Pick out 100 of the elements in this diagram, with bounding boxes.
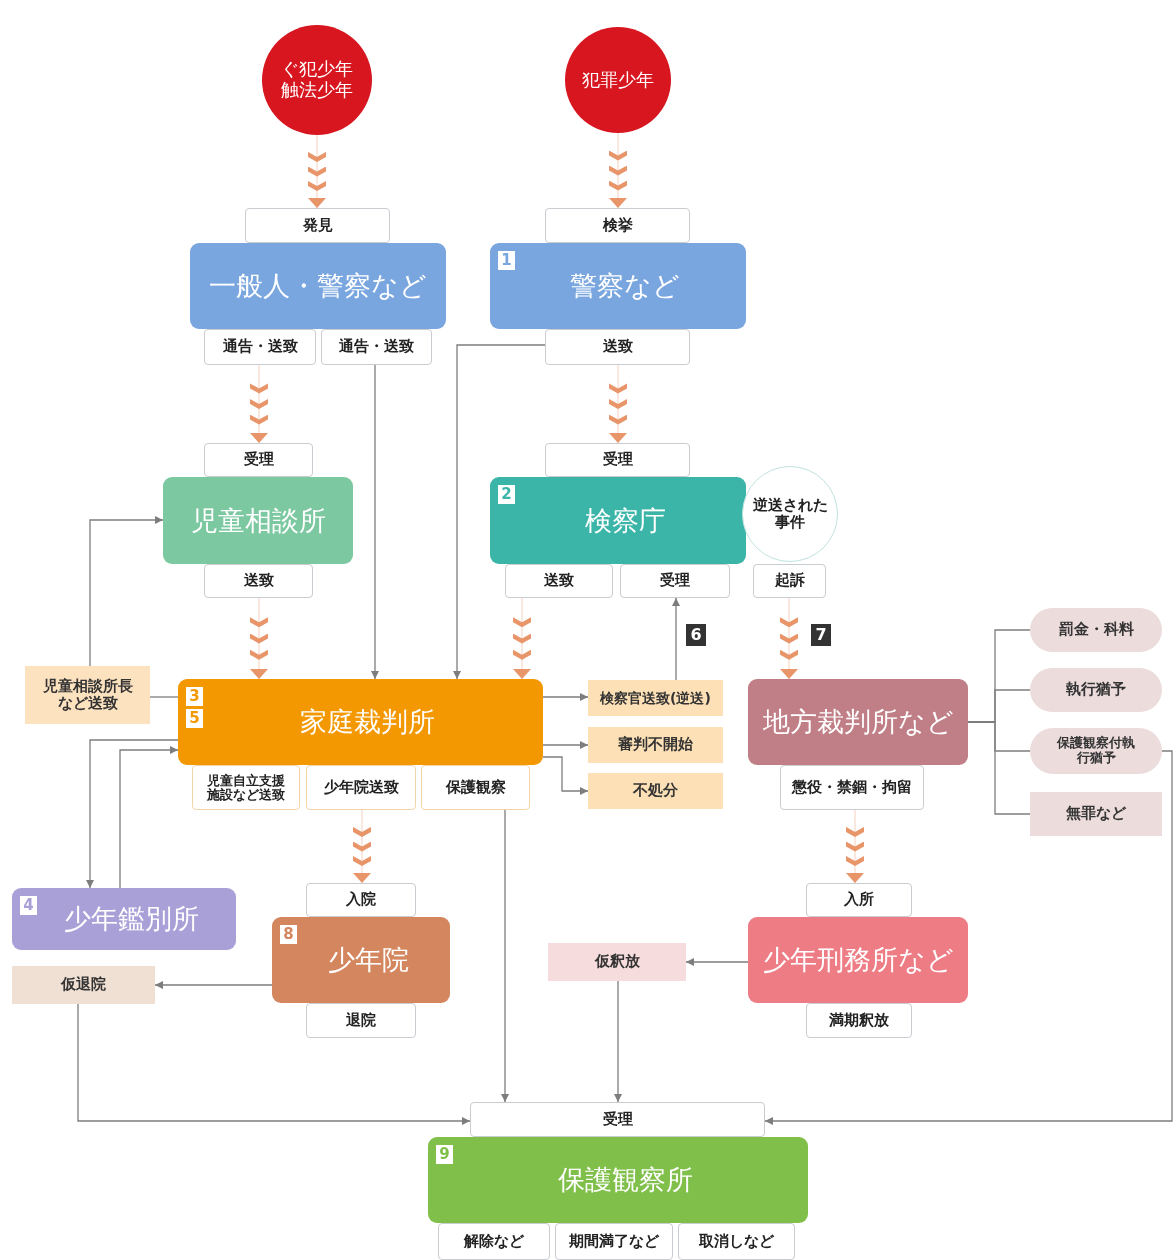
agency-title: 少年刑務所など xyxy=(762,944,954,976)
chevron-arrow xyxy=(250,597,268,680)
node-label: 満期釈放 xyxy=(829,1011,889,1030)
node-label: 解除など xyxy=(464,1232,524,1251)
number-badge: 5 xyxy=(186,709,203,728)
agency-box xyxy=(163,477,353,564)
step-tab xyxy=(306,1003,416,1038)
step-tab xyxy=(204,443,313,477)
node-label: 罰金・科料 xyxy=(1058,621,1134,639)
node-label: 児童自立支援施設など送致 xyxy=(206,774,286,801)
arrow xyxy=(86,739,179,889)
node-label: 仮退院 xyxy=(61,976,106,994)
step-tab xyxy=(678,1223,795,1260)
chevron-arrow xyxy=(513,597,531,680)
node-label: 受理 xyxy=(602,451,633,469)
number-badge: 4 xyxy=(20,896,37,915)
node-label: 逆送された事件 xyxy=(751,496,829,532)
step-tab xyxy=(192,765,300,810)
node-label: 少年院送致 xyxy=(323,778,399,797)
arrow xyxy=(542,693,589,701)
agency-box xyxy=(428,1137,808,1223)
step-tab xyxy=(470,1102,765,1137)
node-label: 検察官送致(逆送) xyxy=(600,689,711,707)
step-tab xyxy=(321,329,432,365)
arrow xyxy=(119,746,179,889)
agency-box xyxy=(490,243,746,329)
number-badge: 9 xyxy=(436,1145,453,1164)
node-label: 犯罪少年 xyxy=(582,69,654,91)
number-badge: 1 xyxy=(498,251,515,270)
step-number: 6 xyxy=(686,624,706,646)
agency-box xyxy=(178,679,543,765)
sentence-pill xyxy=(1030,728,1162,774)
chevron-arrow xyxy=(353,809,371,884)
arrow xyxy=(77,1003,471,1125)
node-label: 検挙 xyxy=(602,216,633,235)
node-label: 無罪など xyxy=(1066,805,1126,823)
node-label: 送致 xyxy=(602,338,633,356)
step-tab xyxy=(545,443,690,477)
step-tab xyxy=(306,883,416,917)
agency-title: 保護観察所 xyxy=(557,1164,693,1196)
step-number: 7 xyxy=(811,624,831,646)
step-tab xyxy=(204,329,316,365)
arrow xyxy=(672,597,680,681)
node-label: 執行猶予 xyxy=(1066,681,1126,699)
node-label: 退院 xyxy=(346,1011,376,1030)
arrow xyxy=(542,756,589,795)
arrow xyxy=(614,980,622,1103)
node-label: 発見 xyxy=(302,216,333,235)
agency-box xyxy=(190,243,446,329)
node-label: 受理 xyxy=(243,451,274,469)
node-label: 通告・送致 xyxy=(339,338,414,356)
arrow xyxy=(89,516,164,667)
step-tab xyxy=(204,564,313,598)
agency-title: 地方裁判所など xyxy=(762,706,954,738)
arrow xyxy=(501,809,509,1103)
node-label: 入院 xyxy=(346,891,376,909)
agency-box xyxy=(12,888,236,950)
node-label: 児童相談所長など送致 xyxy=(41,677,134,713)
sentence-pill xyxy=(1030,608,1162,652)
agency-title: 少年院 xyxy=(327,944,409,976)
node-label: 受理 xyxy=(602,1110,633,1129)
number-badge: 3 xyxy=(186,687,203,706)
arrow xyxy=(542,741,589,749)
number-badge: 2 xyxy=(498,485,515,504)
node-label: 期間満了など xyxy=(569,1232,659,1251)
agency-title: 家庭裁判所 xyxy=(300,706,435,738)
node-label: 受理 xyxy=(660,572,690,590)
chevron-arrow xyxy=(780,597,798,680)
arrow xyxy=(685,958,749,966)
node-label: 送致 xyxy=(544,572,574,590)
agency-title: 児童相談所 xyxy=(190,504,326,536)
chevron-arrow xyxy=(846,809,864,884)
connector-line xyxy=(149,696,179,698)
connector-line xyxy=(967,721,1031,815)
outcome-box xyxy=(548,943,686,981)
chevron-arrow xyxy=(609,364,627,444)
node-label: 不処分 xyxy=(633,782,678,800)
arrow xyxy=(371,364,379,680)
arrow xyxy=(764,750,1173,1125)
node-label: ぐ犯少年触法少年 xyxy=(280,59,354,101)
step-tab xyxy=(438,1223,550,1260)
outcome-box xyxy=(25,666,150,724)
outcome-box xyxy=(588,680,723,716)
node-label: 送致 xyxy=(243,572,274,590)
step-tab xyxy=(545,329,690,365)
outcome-box xyxy=(588,773,723,809)
number-badge: 8 xyxy=(280,925,297,944)
outcome-box xyxy=(588,727,723,763)
node-label: 起訴 xyxy=(774,572,805,590)
step-tab xyxy=(545,208,690,243)
node-label: 保護観察 xyxy=(445,778,506,797)
arrow xyxy=(154,981,273,989)
agency-box xyxy=(490,477,746,564)
step-tab xyxy=(421,765,530,810)
outcome-box xyxy=(1030,792,1162,836)
chevron-arrow xyxy=(250,364,268,444)
node-label: 仮釈放 xyxy=(594,953,640,971)
agency-box xyxy=(748,917,968,1003)
agency-box xyxy=(272,917,450,1003)
sentence-pill xyxy=(1030,668,1162,712)
